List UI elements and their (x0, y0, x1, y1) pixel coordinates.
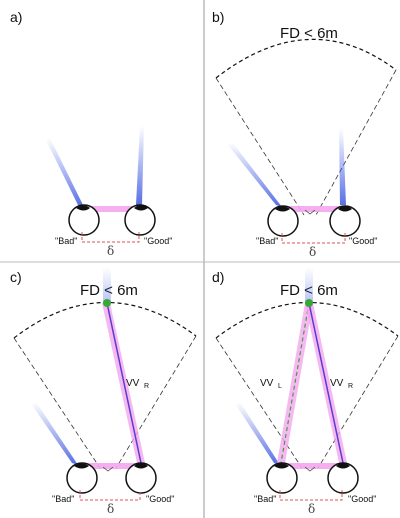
panel-d-left-eye-label: "Bad" (254, 494, 276, 504)
panel-c-left-eye (66, 462, 98, 494)
panel-a-delta-bracket (81, 232, 140, 243)
panel-c-cone-left (13, 337, 101, 469)
panel-b-left-eye-label: "Bad" (256, 236, 278, 246)
panel-c-vv-r-sub: R (144, 383, 149, 390)
panel-c-gaze-up (103, 268, 111, 303)
panel-d-vv-r-label: VV (330, 378, 344, 389)
panel-b-gaze-left (228, 142, 282, 207)
panel-d-vertex-mark (304, 466, 316, 472)
panel-b: b) FD < 6m "Bad" "Good" δ (212, 9, 397, 259)
panel-b-letter: b) (212, 9, 224, 25)
panel-b-left-eye (267, 205, 299, 237)
panel-a-left-eye-label: "Bad" (55, 236, 77, 246)
panel-c-fixation-point (103, 299, 111, 307)
panel-c-right-eye (125, 462, 157, 494)
panel-a-right-eye (124, 204, 156, 236)
panel-d-vv-l-line (280, 302, 310, 464)
panel-b-cone-right (315, 69, 397, 216)
panel-d-gaze-up (305, 268, 313, 303)
panel-c: c) FD < 6m VV R "Bad" "Good" δ (10, 268, 197, 516)
panel-d-gaze-left (236, 402, 280, 465)
panel-d: d) FD < 6m VV L VV R "Bad" "Good" δ (212, 268, 399, 516)
panel-c-delta-bracket (79, 490, 141, 501)
panel-a: a) "Bad" "Good" δ (10, 9, 172, 258)
panel-b-vertex-mark (304, 209, 316, 215)
panel-a-delta: δ (107, 244, 114, 258)
panel-b-right-eye (329, 205, 361, 237)
panel-d-letter: d) (212, 269, 224, 285)
panel-d-vv-l-label: VV (260, 378, 274, 389)
panel-a-gaze-left (46, 138, 84, 207)
panel-b-fd-label: FD < 6m (280, 25, 338, 42)
panel-a-vergence-bar (84, 206, 139, 212)
panel-b-vergence-bar (283, 206, 340, 212)
panel-b-cone-left (215, 77, 305, 216)
panel-d-vergence-bar (282, 463, 342, 469)
panel-c-right-eye-label: "Good" (146, 494, 174, 504)
panel-d-cone-right (317, 335, 399, 469)
panel-a-gaze-right (136, 126, 144, 205)
panel-c-delta: δ (107, 502, 114, 516)
panel-d-fixation-point (305, 299, 313, 307)
panel-c-cone-right (115, 335, 197, 469)
panel-c-vv-r-label: VV (126, 378, 140, 389)
panel-d-delta: δ (308, 502, 315, 516)
panel-a-right-eye-label: "Good" (144, 236, 172, 246)
panel-c-gaze-left (32, 402, 78, 465)
panel-b-fd-arc (215, 38, 397, 79)
panel-c-vv-r-line (106, 302, 142, 464)
panel-a-letter: a) (10, 9, 22, 25)
panel-d-vv-l-band (277, 303, 313, 463)
panel-b-right-eye-label: "Good" (349, 236, 377, 246)
panel-c-vertex-mark (102, 466, 114, 472)
panel-b-gaze-right (339, 128, 346, 205)
panel-d-vv-r-line (308, 302, 344, 464)
panel-d-delta-bracket (279, 490, 343, 501)
panel-a-left-eye (68, 204, 100, 236)
panel-d-vv-l-sub: L (278, 383, 282, 390)
panel-b-delta: δ (309, 245, 316, 259)
panel-c-left-eye-label: "Bad" (52, 494, 74, 504)
panel-c-vergence-bar (82, 463, 139, 469)
panel-d-right-eye (327, 462, 359, 494)
panel-d-right-eye-label: "Good" (348, 494, 376, 504)
panel-d-left-eye (266, 462, 298, 494)
panel-b-delta-bracket (281, 233, 346, 244)
panel-d-vv-r-sub: R (348, 383, 353, 390)
panel-c-letter: c) (10, 269, 22, 285)
